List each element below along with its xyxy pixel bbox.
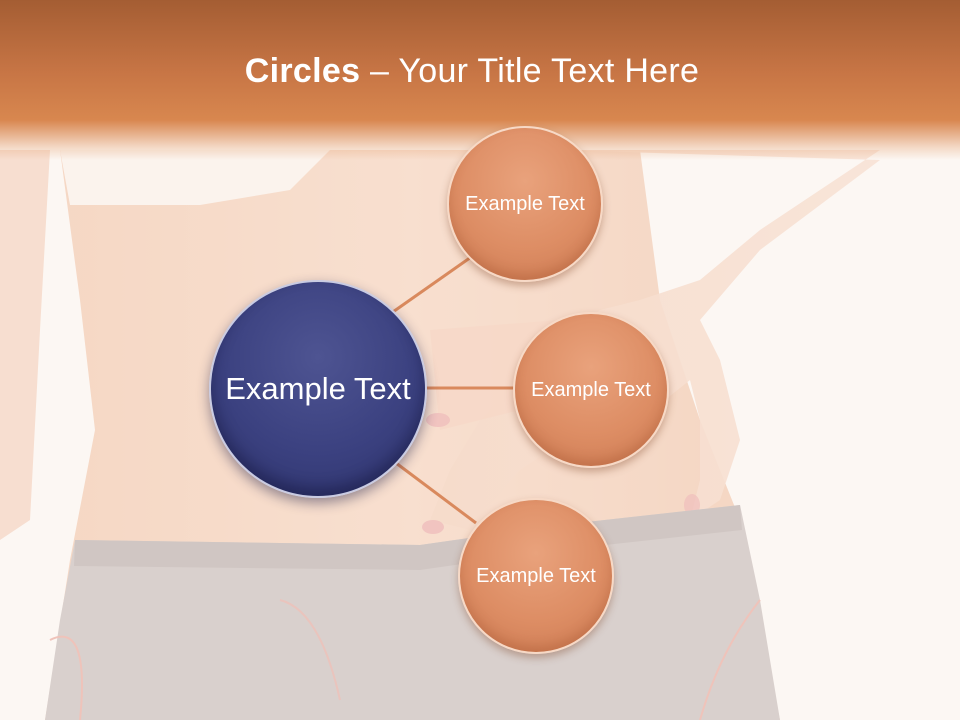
title-bold: Circles bbox=[244, 52, 361, 90]
node-circle-1[interactable]: Example Text bbox=[447, 126, 603, 282]
node-circle-3-label: Example Text bbox=[476, 565, 596, 587]
title-band bbox=[0, 0, 960, 160]
center-circle-label: Example Text bbox=[225, 371, 411, 406]
node-circle-3[interactable]: Example Text bbox=[458, 498, 614, 654]
connector-line-1 bbox=[389, 253, 475, 316]
node-circle-1-label: Example Text bbox=[465, 193, 585, 215]
node-circle-2-label: Example Text bbox=[531, 379, 651, 401]
title-rest: – Your Title Text Here bbox=[360, 52, 700, 90]
center-circle[interactable]: Example Text bbox=[209, 280, 427, 498]
slide-title: Circles – Your Title Text Here bbox=[0, 52, 944, 91]
node-circle-2[interactable]: Example Text bbox=[513, 312, 669, 468]
connector-line-3 bbox=[395, 461, 477, 525]
